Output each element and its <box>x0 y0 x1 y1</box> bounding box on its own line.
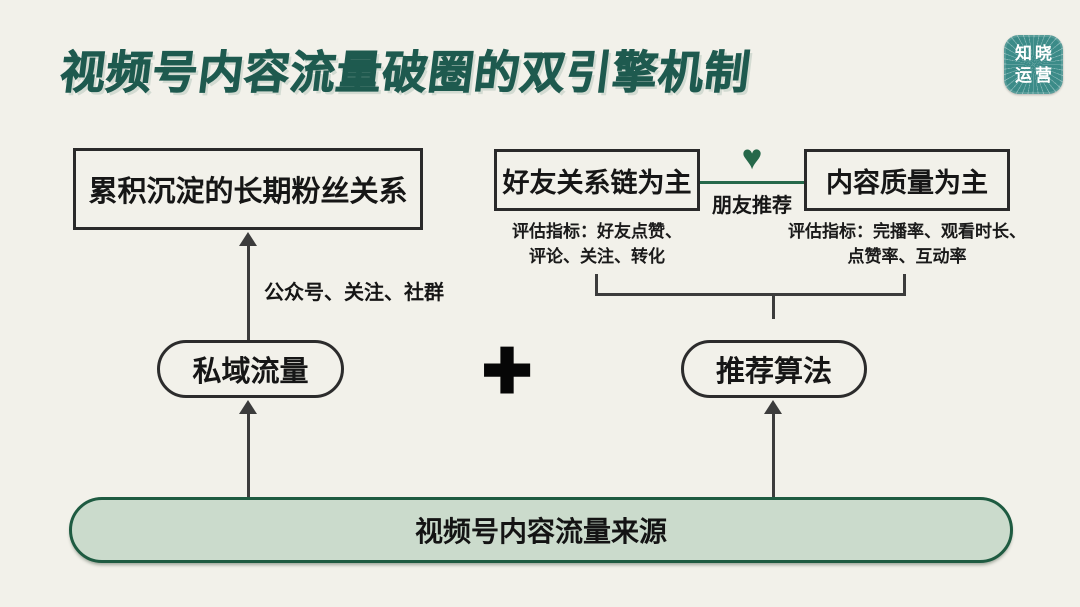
node-traffic-source-label: 视频号内容流量来源 <box>414 516 667 547</box>
brand-logo-line1: 知晓 <box>1015 44 1055 64</box>
node-longterm-fan-relationship-label: 累积沉淀的长期粉丝关系 <box>88 176 408 208</box>
arrow-up-stem-source-to-private <box>247 413 250 497</box>
arrow-up-head-source-to-reco <box>764 400 782 414</box>
arrow-up-head-private-to-fanbox <box>239 232 257 246</box>
quality-metrics-line1: 评估指标：完播率、观看时长、 <box>788 222 1026 241</box>
bracket-left-tick <box>595 274 598 296</box>
node-longterm-fan-relationship: 累积沉淀的长期粉丝关系 <box>73 148 423 230</box>
bracket-stem <box>772 296 775 319</box>
arrow-up-stem-source-to-reco <box>772 413 775 497</box>
arrow-up-stem-private-to-fanbox <box>247 245 250 340</box>
node-content-quality-label: 内容质量为主 <box>826 167 988 198</box>
bracket-horizontal-line <box>595 293 906 296</box>
node-private-traffic: 私域流量 <box>157 340 344 398</box>
node-friend-chain-label: 好友关系链为主 <box>502 167 692 198</box>
node-private-traffic-label: 私域流量 <box>192 356 309 388</box>
friend-link-line <box>700 181 804 184</box>
node-friend-chain: 好友关系链为主 <box>494 149 700 211</box>
brand-logo-line2: 运营 <box>1015 65 1055 85</box>
quality-metrics-line2: 点赞率、互动率 <box>847 246 967 266</box>
quality-metrics-caption: 评估指标：完播率、观看时长、 点赞率、互动率 <box>760 220 1054 269</box>
node-traffic-source: 视频号内容流量来源 <box>69 497 1013 563</box>
private-channels-label: 公众号、关注、社群 <box>264 282 444 304</box>
arrow-up-head-source-to-private <box>239 400 257 414</box>
friend-link-label: 朋友推荐 <box>712 195 792 217</box>
page-title: 视频号内容流量破圈的双引擎机制 <box>57 47 754 99</box>
node-recommendation-algorithm: 推荐算法 <box>681 340 867 398</box>
brand-logo: 知晓 运营 <box>1004 35 1063 94</box>
node-content-quality: 内容质量为主 <box>804 149 1010 211</box>
friend-metrics-line1: 评估指标：好友点赞、 <box>512 222 682 241</box>
bracket-right-tick <box>903 274 906 296</box>
friend-metrics-line2: 评论、关注、转化 <box>529 246 665 266</box>
plus-sign: + <box>480 322 533 416</box>
node-recommendation-algorithm-label: 推荐算法 <box>715 356 832 388</box>
friend-metrics-caption: 评估指标：好友点赞、 评论、关注、转化 <box>452 220 742 269</box>
heart-icon: ♥ <box>741 138 763 177</box>
